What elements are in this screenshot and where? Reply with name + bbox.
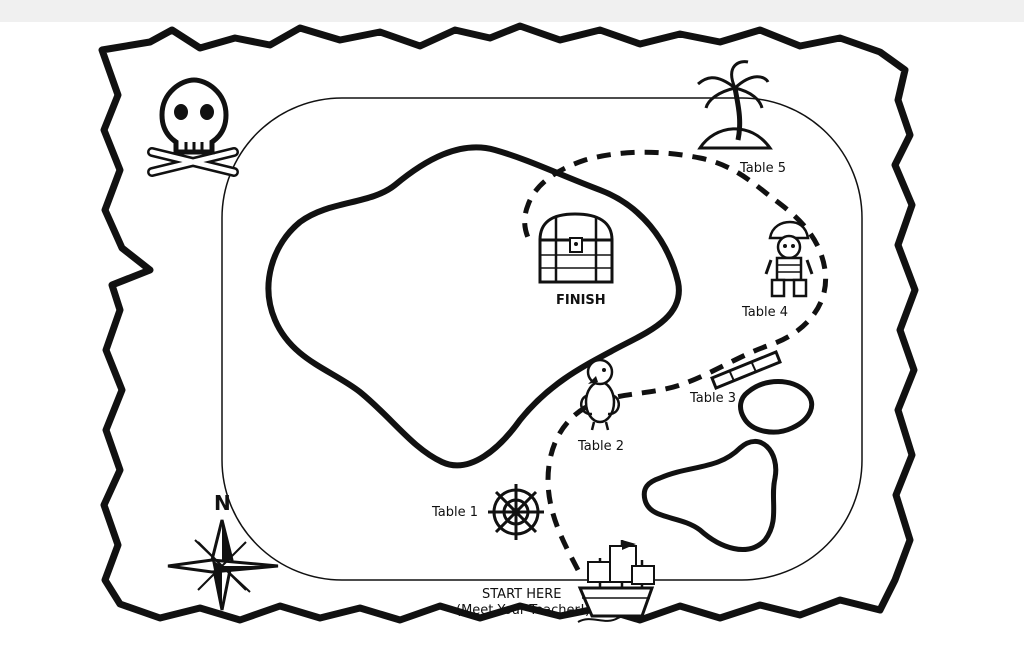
telescope-icon [710,350,782,390]
compass-rose-icon [167,519,279,611]
table-2-label: Table 2 [577,439,624,454]
table-5-label: Table 5 [739,161,786,176]
sea-boundary [221,97,863,581]
pirate-ship-icon [577,540,657,623]
pirate-icon [764,220,814,298]
treasure-chest-icon [538,212,614,284]
small-island-1 [738,379,815,435]
start-here-label: START HERE [482,587,561,602]
palm-tree-icon [697,60,773,150]
compass-north-label: N [214,491,231,515]
ship-wheel-icon [488,484,544,540]
table-4-label: Table 4 [741,305,788,320]
treasure-path [522,149,829,572]
finish-label: FINISH [556,293,606,308]
table-3-label: Table 3 [689,391,736,406]
table-1-label: Table 1 [431,505,478,520]
main-island [265,144,682,469]
meet-teacher-label: (Meet Your Teacher!) [456,603,590,618]
parchment-border [98,22,919,624]
top-bar [0,0,1024,22]
skull-crossbones-icon [147,77,239,177]
small-island-2 [641,439,779,552]
parrot-icon [579,358,621,431]
